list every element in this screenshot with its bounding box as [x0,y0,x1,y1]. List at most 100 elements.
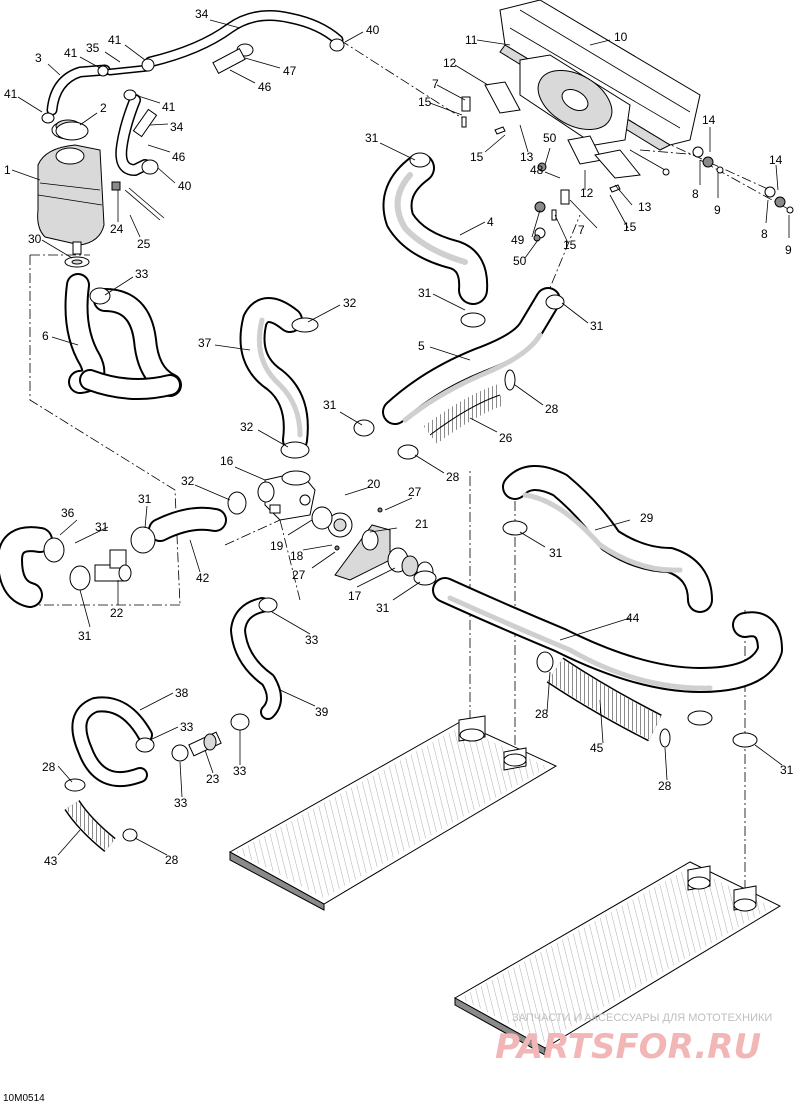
fitting-22 [94,549,132,582]
fitting-2 [55,121,89,141]
callout-20: 20 [367,477,381,491]
callout-50: 50 [513,254,527,268]
callout-33: 33 [135,267,149,281]
callout-28: 28 [42,760,56,774]
hose-34b [115,94,151,176]
callout-41: 41 [162,100,176,114]
callout-42: 42 [196,571,210,585]
callout-50: 50 [543,131,557,145]
hose-36 [0,526,53,608]
hose-5 [382,287,561,425]
callout-2: 2 [100,101,107,115]
callout-28: 28 [446,470,460,484]
hose-44 [432,577,783,693]
callout-9: 9 [714,203,721,217]
callout-31: 31 [365,131,379,145]
callout-19: 19 [270,539,284,553]
fitting-23 [188,731,222,757]
callout-46: 46 [172,150,186,164]
hose-39 [230,597,282,720]
fan-assembly [484,0,701,179]
callout-labels: 34 40 47 46 3 41 35 41 41 2 41 34 46 40 … [4,7,794,868]
callout-33: 33 [305,633,319,647]
callout-31: 31 [780,763,794,777]
hose-3 [46,64,152,116]
watermark: ЗАПЧАСТИ И АКСЕССУАРЫ ДЛЯ МОТОТЕХНИКИ PA… [495,1012,772,1067]
callout-23: 23 [206,772,220,786]
clamps [41,38,758,762]
callout-31: 31 [138,492,152,506]
callout-24: 24 [110,222,124,236]
flex-hose-26 [423,384,504,444]
hose-42 [148,506,227,542]
callout-26: 26 [499,431,513,445]
callout-40: 40 [178,179,192,193]
callout-11: 11 [465,33,478,47]
hose-6b [79,288,182,400]
callout-39: 39 [315,705,329,719]
callout-28: 28 [545,402,559,416]
callout-21: 21 [415,517,429,531]
callout-47: 47 [283,64,297,78]
callout-33: 33 [180,720,194,734]
callout-18: 18 [290,549,304,563]
callout-31: 31 [590,319,604,333]
callout-46: 46 [258,80,272,94]
callout-34: 34 [195,7,209,21]
hose-4 [382,153,489,305]
callout-31: 31 [95,520,109,534]
callout-27: 27 [292,568,306,582]
callout-33: 33 [233,764,247,778]
callout-32: 32 [343,296,357,310]
callout-48: 48 [530,163,544,177]
callout-13: 13 [520,150,534,164]
thermostat [311,506,353,551]
callout-31: 31 [376,601,390,615]
callout-15: 15 [563,238,577,252]
callout-15: 15 [418,95,432,109]
hose-29 [502,465,713,613]
callout-49: 49 [511,233,525,247]
callout-28: 28 [535,707,549,721]
callout-4: 4 [487,215,494,229]
callout-44: 44 [626,611,640,625]
callout-17: 17 [348,589,362,603]
callout-31: 31 [323,398,337,412]
lower-radiator-rear [453,861,782,1056]
watermark-logo: PARTSFOR.RU [495,1027,761,1067]
callout-41: 41 [108,33,122,47]
callout-12: 12 [580,186,594,200]
callout-36: 36 [61,506,75,520]
callout-38: 38 [175,686,189,700]
leader-lines [11,19,790,856]
callout-3: 3 [35,51,42,65]
callout-31: 31 [549,546,563,560]
callout-15: 15 [470,150,484,164]
callout-9: 9 [785,243,792,257]
callout-22: 22 [110,606,124,620]
callout-28: 28 [165,853,179,867]
outlet-21 [334,507,391,581]
callout-16: 16 [220,454,234,468]
watermark-tagline: ЗАПЧАСТИ И АКСЕССУАРЫ ДЛЯ МОТОТЕХНИКИ [512,1012,772,1024]
callout-14: 14 [769,153,783,167]
callout-37: 37 [198,336,212,350]
hose-37 [239,297,309,453]
callout-41: 41 [64,46,78,60]
callout-41: 41 [4,87,18,101]
callout-1: 1 [4,163,11,177]
callout-29: 29 [640,511,654,525]
flex-hose-43 [64,799,116,853]
callout-8: 8 [692,187,699,201]
callout-31: 31 [418,286,432,300]
callout-5: 5 [418,339,425,353]
lower-radiator-front [228,715,558,911]
drawing-code: 10M0514 [3,1093,45,1104]
callout-12: 12 [443,56,457,70]
callout-25: 25 [137,237,151,251]
callout-45: 45 [590,741,604,755]
callout-31: 31 [78,629,92,643]
callout-7: 7 [578,223,585,237]
callout-30: 30 [28,232,42,246]
